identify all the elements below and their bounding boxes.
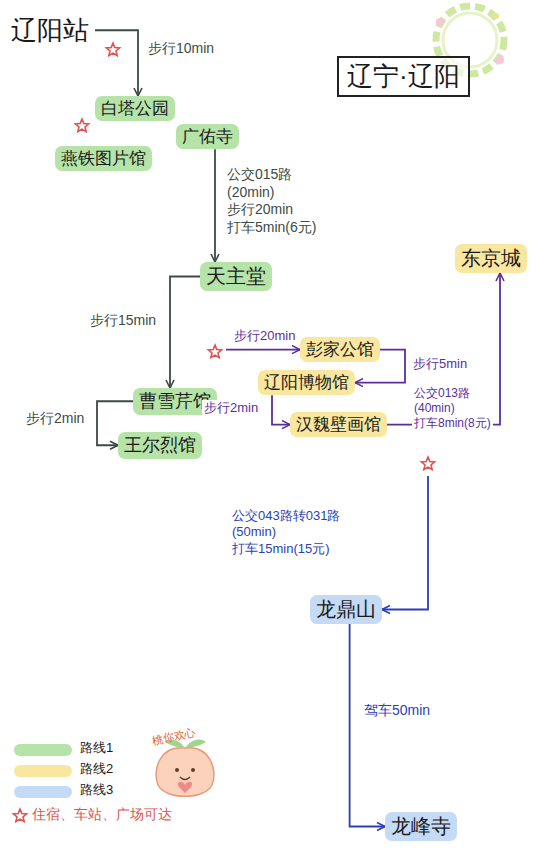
travel-time: 步行2min — [202, 400, 260, 416]
legend-text: 路线1 — [78, 740, 115, 756]
place-name: 辽阳博物馆 — [264, 372, 349, 393]
legend-text: 路线2 — [78, 761, 115, 777]
place-box: 燕铁图片馆 — [55, 146, 152, 171]
travel-time: 步行2min — [24, 410, 86, 428]
place-name: 汉魏壁画馆 — [296, 414, 381, 435]
route-arrow — [272, 395, 290, 424]
legend-swatch — [14, 744, 72, 756]
place-name: 龙峰寺 — [391, 814, 451, 839]
travel-time: 步行20min — [232, 328, 297, 344]
place-name: 彭家公馆 — [306, 339, 374, 360]
place-box: 广佑寺 — [176, 124, 239, 149]
place-box: 汉魏壁画馆 — [290, 412, 387, 437]
peach-body — [156, 748, 214, 796]
place-box: 龙峰寺 — [385, 812, 457, 841]
place-box: 辽阳博物馆 — [258, 370, 355, 395]
wreath-flower — [493, 13, 499, 19]
place-name: 龙鼎山 — [316, 597, 376, 622]
peach-eye — [191, 768, 195, 772]
place-star — [208, 345, 221, 358]
place-box: 东京城 — [455, 244, 527, 273]
place-box: 彭家公馆 — [300, 337, 380, 362]
legend-text: 住宿、车站、广场可达 — [30, 806, 174, 824]
place-name: 辽阳站 — [11, 14, 89, 47]
place-box: 王尔烈馆 — [118, 432, 202, 459]
travel-time: 公交013路(40min) 打车8min(8元) — [412, 386, 493, 431]
legend-swatch — [14, 786, 72, 798]
legend-text: 路线3 — [78, 782, 115, 798]
place-name: 广佑寺 — [182, 126, 233, 147]
place-name: 曹雪芹馆 — [139, 390, 211, 413]
station-node: 辽阳站 — [5, 12, 95, 49]
travel-time: 公交043路转031路(50min) 打车15min(15元) — [230, 508, 342, 557]
route-arrow — [214, 149, 216, 262]
route-arrow — [350, 624, 385, 827]
place-star — [106, 43, 119, 56]
wreath-flower — [436, 18, 444, 26]
place-name: 东京城 — [461, 246, 521, 271]
place-star — [421, 457, 434, 470]
travel-time: 公交015路(20min) 步行20min 打车5min(6元) — [225, 166, 318, 236]
place-name: 王尔烈馆 — [124, 434, 196, 457]
place-name: 燕铁图片馆 — [61, 148, 146, 169]
legend-swatch — [14, 765, 72, 777]
route-arrow — [170, 277, 200, 389]
place-star — [75, 119, 88, 132]
peach-eye — [175, 768, 179, 772]
place-star — [13, 809, 26, 822]
place-name: 天主堂 — [206, 264, 266, 289]
travel-time: 驾车50min — [362, 702, 432, 720]
route-arrow — [95, 30, 138, 96]
peach-heart — [178, 782, 192, 793]
place-box: 龙鼎山 — [310, 595, 382, 624]
start-arrow — [382, 476, 428, 610]
start-arrow — [226, 349, 300, 351]
place-box: 天主堂 — [200, 262, 272, 291]
peach-sticker — [156, 740, 214, 797]
peach-mouth — [180, 777, 190, 780]
travel-time: 步行15min — [88, 312, 158, 330]
title-box: 辽宁·辽阳 — [337, 56, 470, 97]
travel-time: 步行5min — [411, 356, 469, 372]
place-name: 白塔公园 — [101, 98, 169, 119]
title-text: 辽宁·辽阳 — [347, 61, 460, 91]
place-box: 白塔公园 — [95, 96, 175, 121]
wreath-flower — [496, 56, 504, 64]
travel-time: 步行10min — [146, 40, 216, 58]
